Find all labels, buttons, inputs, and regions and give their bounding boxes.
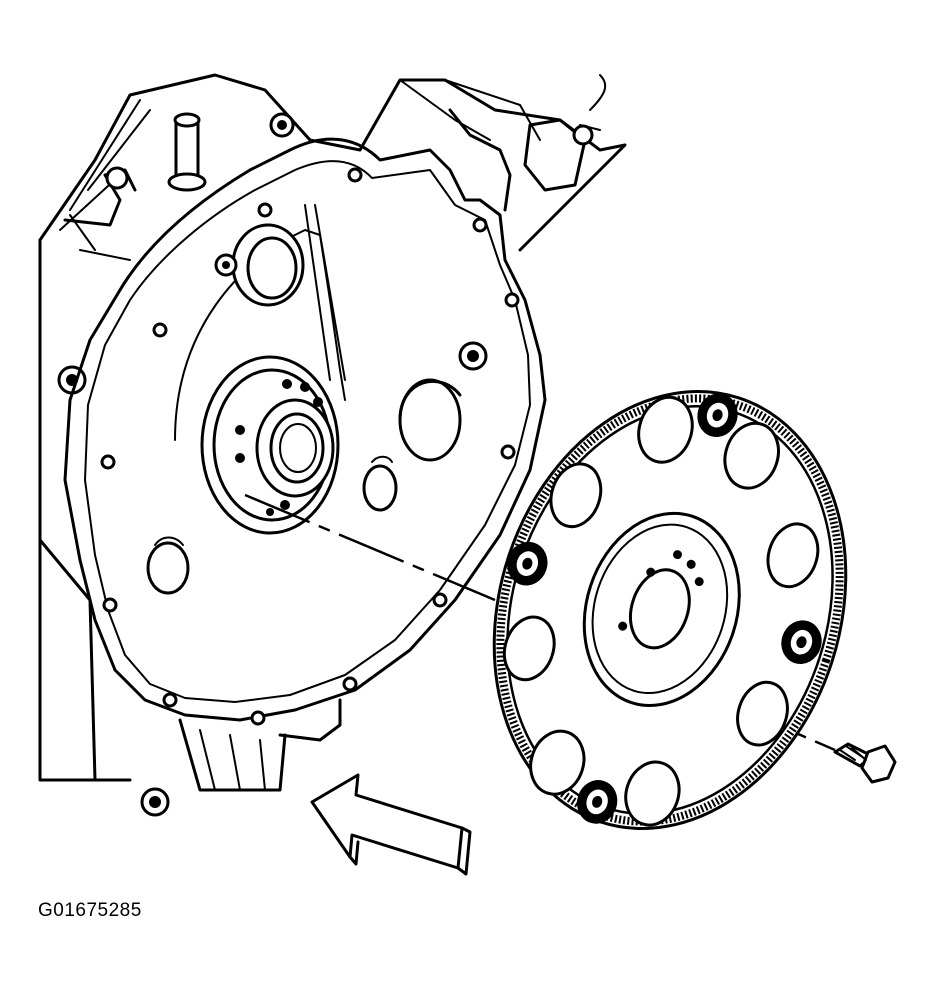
hub-center bbox=[629, 568, 691, 650]
sensor-fitting bbox=[572, 124, 594, 146]
direction-arrow bbox=[310, 773, 472, 876]
converter-bolt-bosses bbox=[507, 393, 822, 824]
flywheel-housing bbox=[63, 137, 547, 726]
flexplate bbox=[492, 390, 848, 830]
figure-id-label: G01675285 bbox=[38, 900, 142, 921]
tube-fitting bbox=[174, 118, 200, 182]
engine-block bbox=[38, 73, 627, 817]
flexplate-bolt bbox=[833, 742, 897, 784]
connector-fitting bbox=[105, 166, 129, 190]
